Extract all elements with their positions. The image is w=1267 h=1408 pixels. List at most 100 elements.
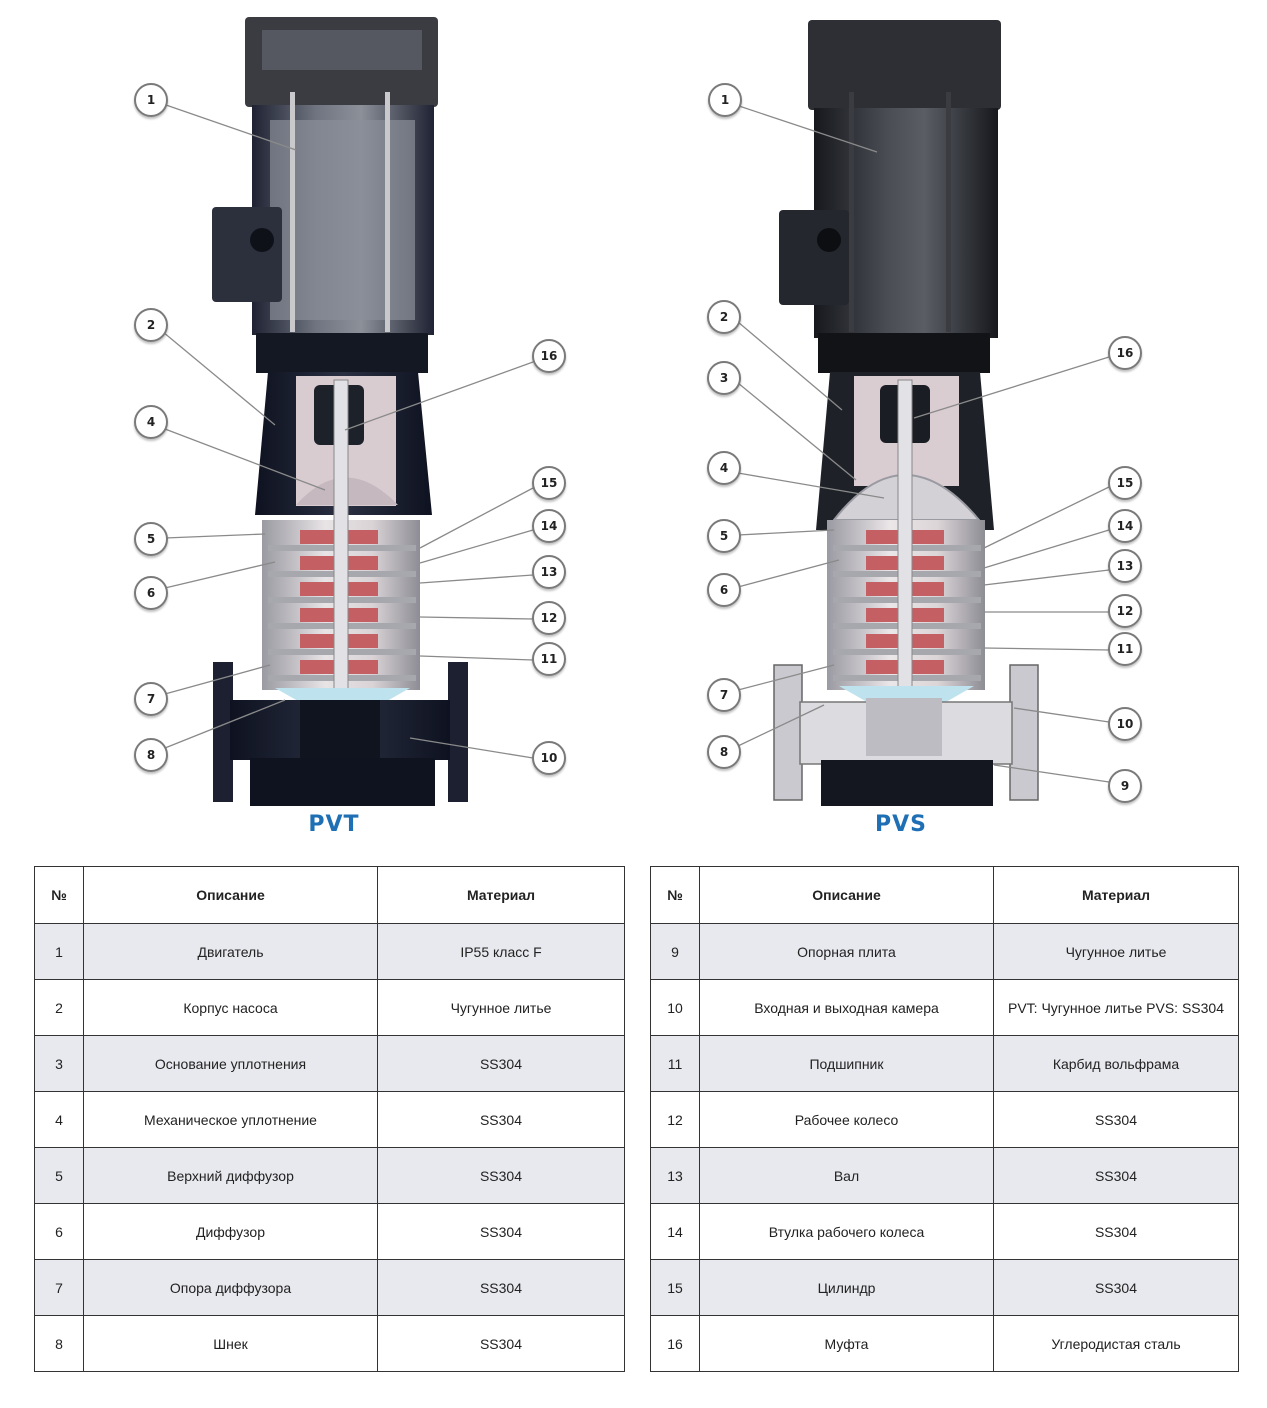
header-material: Материал (377, 866, 625, 924)
cell-num: 15 (650, 1259, 700, 1316)
callout-11: 11 (1108, 632, 1142, 666)
cell-material: Карбид вольфрама (993, 1035, 1239, 1092)
cell-num: 10 (650, 979, 700, 1036)
cell-num: 9 (650, 923, 700, 980)
header-num: № (650, 866, 700, 924)
cell-num: 16 (650, 1315, 700, 1372)
callout-12: 12 (1108, 594, 1142, 628)
callout-8: 8 (707, 735, 741, 769)
cell-material: SS304 (377, 1259, 625, 1316)
callout-13: 13 (1108, 549, 1142, 583)
cell-material: SS304 (377, 1091, 625, 1148)
callout-2: 2 (134, 308, 168, 342)
callout-15: 15 (1108, 466, 1142, 500)
cell-num: 14 (650, 1203, 700, 1260)
pvt-pump-drawing (212, 17, 468, 806)
cell-description: Механическое уплотнение (83, 1091, 378, 1148)
callout-13: 13 (532, 555, 566, 589)
header-material: Материал (993, 866, 1239, 924)
callout-16: 16 (532, 339, 566, 373)
callout-9: 9 (1108, 769, 1142, 803)
callout-2: 2 (707, 300, 741, 334)
table-header-row: № Описание Материал (34, 866, 625, 924)
cell-material: SS304 (993, 1091, 1239, 1148)
callout-8: 8 (134, 738, 168, 772)
callout-14: 14 (532, 509, 566, 543)
header-description: Описание (699, 866, 994, 924)
callout-5: 5 (134, 522, 168, 556)
cell-description: Диффузор (83, 1203, 378, 1260)
cell-num: 1 (34, 923, 84, 980)
cell-material: IP55 класс F (377, 923, 625, 980)
cell-num: 13 (650, 1147, 700, 1204)
cell-num: 5 (34, 1147, 84, 1204)
cell-description: Основание уплотнения (83, 1035, 378, 1092)
callout-12: 12 (532, 601, 566, 635)
header-description: Описание (83, 866, 378, 924)
callout-15: 15 (532, 466, 566, 500)
header-num: № (34, 866, 84, 924)
callout-7: 7 (134, 682, 168, 716)
cell-description: Двигатель (83, 923, 378, 980)
cell-num: 2 (34, 979, 84, 1036)
callout-10: 10 (1108, 707, 1142, 741)
pvt-leader-lines (162, 104, 534, 759)
callout-4: 4 (134, 405, 168, 439)
cell-num: 8 (34, 1315, 84, 1372)
cell-description: Опора диффузора (83, 1259, 378, 1316)
cell-description: Шнек (83, 1315, 378, 1372)
cell-material: SS304 (993, 1147, 1239, 1204)
callout-7: 7 (707, 678, 741, 712)
callout-11: 11 (532, 642, 566, 676)
cell-description: Опорная плита (699, 923, 994, 980)
pvt-pump-diagram: 1 2 4 5 6 7 8 16 15 14 13 12 11 10 PVT (0, 0, 633, 860)
cell-description: Подшипник (699, 1035, 994, 1092)
cell-material: SS304 (377, 1315, 625, 1372)
pvs-pump-diagram: 1 2 3 4 5 6 7 8 16 15 14 13 12 11 10 9 P… (634, 0, 1267, 860)
cell-material: Углеродистая сталь (993, 1315, 1239, 1372)
callout-4: 4 (707, 451, 741, 485)
callout-3: 3 (707, 361, 741, 395)
cell-description: Корпус насоса (83, 979, 378, 1036)
callout-10: 10 (532, 741, 566, 775)
pvs-pump-drawing (773, 20, 1039, 806)
table-header-row: № Описание Материал (650, 866, 1239, 924)
cell-material: Чугунное литье (377, 979, 625, 1036)
cell-description: Верхний диффузор (83, 1147, 378, 1204)
cell-num: 7 (34, 1259, 84, 1316)
callout-1: 1 (134, 83, 168, 117)
cell-description: Вал (699, 1147, 994, 1204)
cell-material: PVT: Чугунное литье PVS: SS304 (993, 979, 1239, 1036)
cell-num: 11 (650, 1035, 700, 1092)
cell-num: 12 (650, 1091, 700, 1148)
model-title-pvt: PVT (308, 812, 360, 837)
callout-14: 14 (1108, 509, 1142, 543)
cell-material: SS304 (377, 1035, 625, 1092)
cell-material: SS304 (377, 1147, 625, 1204)
cell-material: SS304 (377, 1203, 625, 1260)
cell-description: Втулка рабочего колеса (699, 1203, 994, 1260)
callout-6: 6 (134, 576, 168, 610)
cell-description: Муфта (699, 1315, 994, 1372)
cell-material: SS304 (993, 1259, 1239, 1316)
cell-description: Рабочее колесо (699, 1091, 994, 1148)
callout-1: 1 (708, 83, 742, 117)
pvs-leader-lines (737, 105, 1110, 783)
